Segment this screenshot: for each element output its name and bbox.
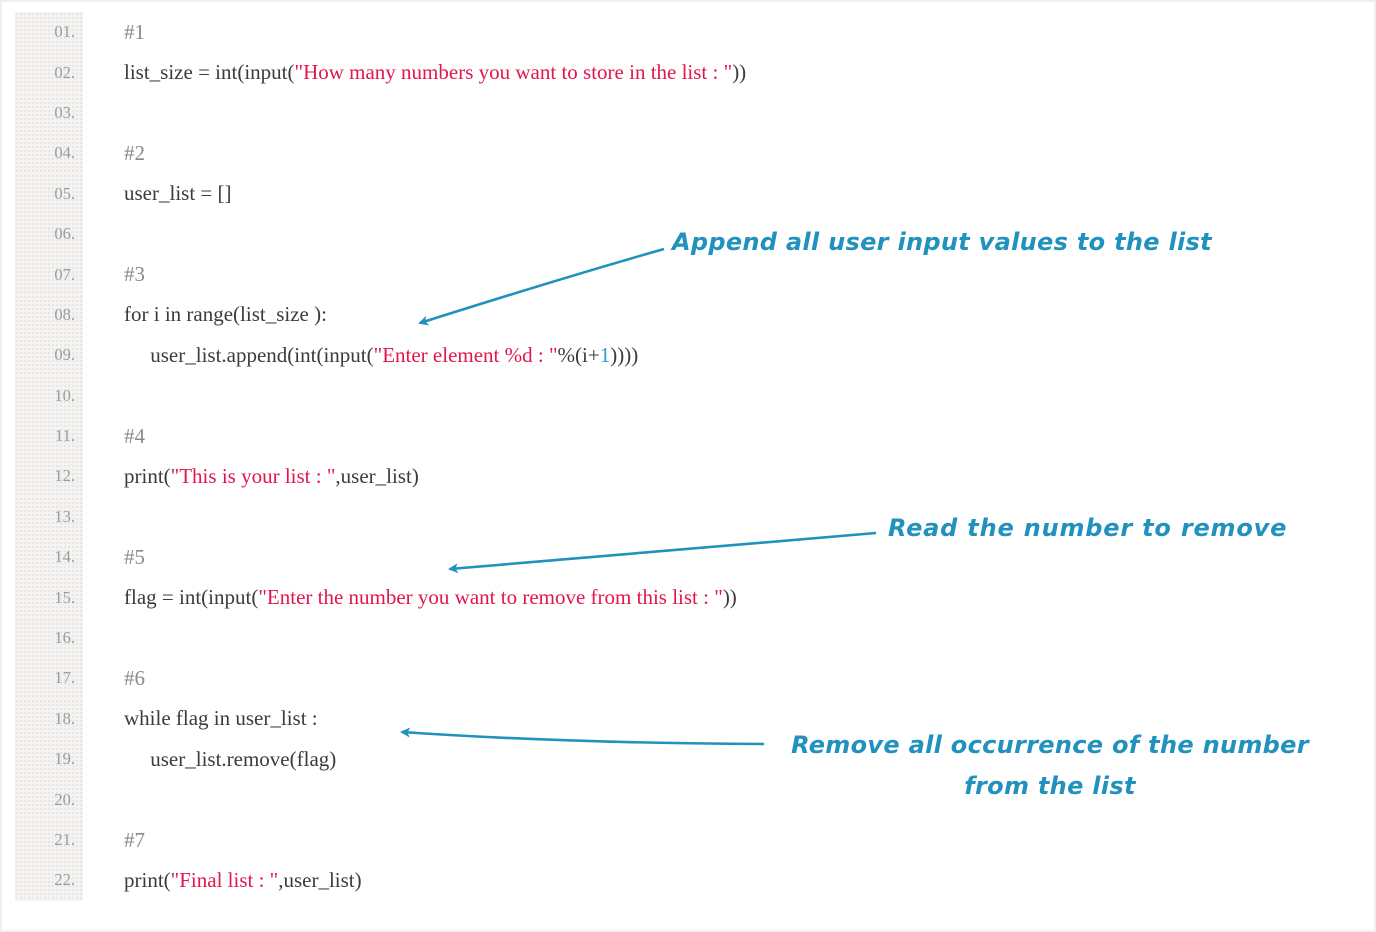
code-line: 09. user_list.append(int(input("Enter el… xyxy=(15,335,1355,376)
line-number: 14. xyxy=(15,537,83,578)
code-line: 18. while flag in user_list : xyxy=(15,698,1355,740)
line-number: 07. xyxy=(15,254,83,295)
code-line: 12. print("This is your list : ",user_lis… xyxy=(15,456,1355,497)
line-number: 13. xyxy=(15,496,83,538)
code-line: 13. xyxy=(15,496,1355,538)
code-line: 06. xyxy=(15,213,1355,255)
code-block: 01. #1 02. list_size = int(input("How many … xyxy=(15,12,1355,901)
code-text: print("This is your list : ",user_list) xyxy=(124,463,419,488)
line-number: 15. xyxy=(15,577,83,618)
code-text: #4 xyxy=(124,423,145,448)
line-number: 01. xyxy=(15,12,83,53)
line-number: 03. xyxy=(15,92,83,134)
code-line: 22. print("Final list : ",user_list) xyxy=(15,860,1355,901)
code-lines: 01. #1 02. list_size = int(input("How many … xyxy=(15,12,1355,901)
code-line: 14. #5 xyxy=(15,537,1355,578)
code-text: list_size = int(input("How many numbers … xyxy=(124,60,747,85)
code-text: #3 xyxy=(124,262,145,287)
code-line: 17. #6 xyxy=(15,658,1355,699)
code-line: 10. xyxy=(15,375,1355,416)
code-text: user_list.remove(flag) xyxy=(124,746,337,771)
code-line: 05. user_list = [] xyxy=(15,173,1355,214)
code-line: 08. for i in range(list_size ): xyxy=(15,294,1355,336)
line-number: 16. xyxy=(15,617,83,659)
code-text: #5 xyxy=(124,544,145,569)
code-line: 15. flag = int(input("Enter the number yo… xyxy=(15,577,1355,618)
line-number: 12. xyxy=(15,456,83,497)
code-text: user_list.append(int(input("Enter elemen… xyxy=(124,342,639,367)
code-line: 01. #1 xyxy=(15,12,1355,53)
code-text: for i in range(list_size ): xyxy=(124,302,327,327)
code-text: print("Final list : ",user_list) xyxy=(124,867,362,892)
code-line: 07. #3 xyxy=(15,254,1355,295)
annotation-remove: Remove all occurrence of the number from… xyxy=(770,725,1330,807)
annotation-remove-line2: from the list xyxy=(964,772,1136,800)
line-number: 17. xyxy=(15,658,83,699)
code-line: 03. xyxy=(15,92,1355,134)
code-text: flag = int(input("Enter the number you w… xyxy=(124,585,737,610)
line-number: 09. xyxy=(15,335,83,376)
annotation-append: Append all user input values to the list xyxy=(672,228,1212,256)
code-line: 20. xyxy=(15,779,1355,820)
code-text: #2 xyxy=(124,140,145,165)
line-number: 20. xyxy=(15,779,83,820)
code-line: 04. #2 xyxy=(15,133,1355,174)
code-text: #6 xyxy=(124,665,145,690)
line-number: 10. xyxy=(15,375,83,416)
line-number: 11. xyxy=(15,415,83,457)
line-number: 08. xyxy=(15,294,83,336)
line-number: 05. xyxy=(15,173,83,214)
line-number: 06. xyxy=(15,213,83,255)
annotation-read: Read the number to remove xyxy=(888,514,1288,542)
line-number: 19. xyxy=(15,739,83,780)
code-line: 16. xyxy=(15,617,1355,659)
code-line: 02. list_size = int(input("How many numbe… xyxy=(15,52,1355,93)
code-line: 21. #7 xyxy=(15,819,1355,861)
line-number: 18. xyxy=(15,698,83,740)
code-line: 11. #4 xyxy=(15,415,1355,457)
line-number: 02. xyxy=(15,52,83,93)
annotation-remove-line1: Remove all occurrence of the number xyxy=(791,731,1309,759)
line-number: 21. xyxy=(15,819,83,861)
code-line: 19. user_list.remove(flag) xyxy=(15,739,1355,780)
code-text: #7 xyxy=(124,827,145,852)
line-number: 22. xyxy=(15,860,83,901)
code-text: user_list = [] xyxy=(124,181,232,206)
code-text: #1 xyxy=(124,19,145,44)
line-number: 04. xyxy=(15,133,83,174)
code-text: while flag in user_list : xyxy=(124,706,318,731)
